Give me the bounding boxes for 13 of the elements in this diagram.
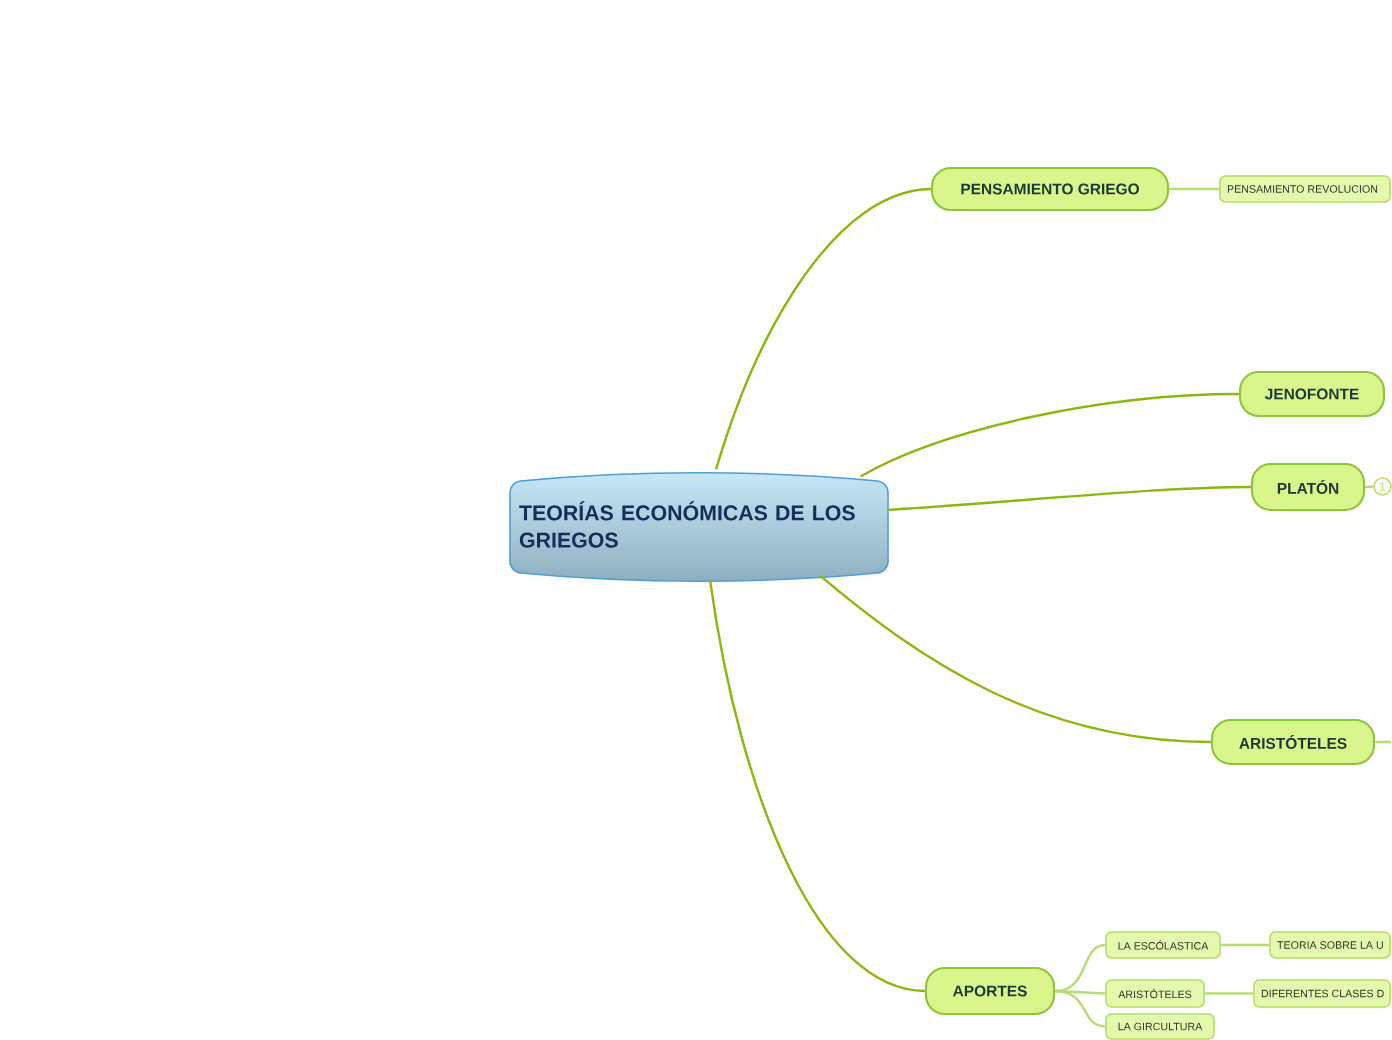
branch-line	[859, 392, 1239, 478]
connector-line	[1169, 187, 1220, 191]
connector-line	[1375, 740, 1391, 744]
connector-line	[1054, 989, 1106, 1028]
branch-line	[714, 187, 932, 470]
branch-line	[888, 485, 1251, 512]
connector-line	[1204, 992, 1254, 995]
branch-line	[708, 579, 926, 993]
topic-box: TEORÍAS ECONÓMICAS DE LOS GRIEGOS	[509, 471, 889, 583]
connector-line	[1054, 943, 1106, 993]
connector-line	[1220, 943, 1270, 947]
connector-line	[1365, 485, 1374, 489]
branch-line	[819, 575, 1211, 744]
